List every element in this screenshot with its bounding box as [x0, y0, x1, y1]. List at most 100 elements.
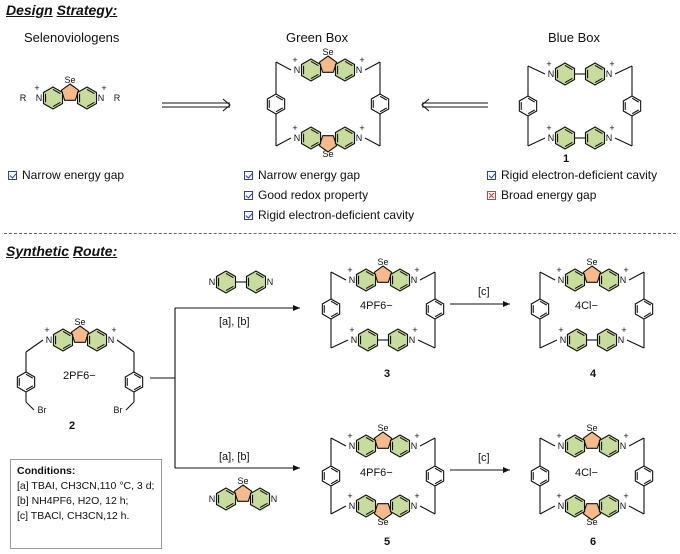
nitrogen-label: N: [356, 133, 363, 143]
pyridinium-ring: [554, 62, 576, 86]
phenylene-ring: [518, 95, 538, 117]
nitrogen-label: N: [620, 501, 627, 511]
double-bond: [608, 449, 617, 456]
selenium-label: Se: [64, 75, 75, 85]
counter-ion-label: 4Cl−: [575, 300, 598, 312]
nitrogen-label: N: [349, 501, 356, 511]
arrow-head: [293, 465, 300, 471]
ch2-bond: [330, 437, 347, 447]
checkbox-checked-icon: [244, 171, 253, 180]
double-bond: [330, 312, 339, 318]
bromine-label: Br: [114, 405, 123, 415]
compound-1-label: 1: [563, 153, 570, 165]
nitrogen-label: N: [46, 335, 53, 345]
charge-plus: +: [558, 325, 563, 335]
pyridinium-ring: [564, 494, 586, 518]
pyridinium-ring: [86, 328, 108, 352]
reaction-condition-c: [c]: [478, 452, 490, 464]
nitrogen-label: N: [294, 65, 301, 75]
ch2-bond: [419, 505, 436, 515]
double-bond: [344, 60, 353, 67]
nitrogen-label: N: [620, 441, 627, 451]
double-bond: [365, 270, 374, 277]
pyridinium-ring: [598, 494, 620, 518]
nitrogen-label: N: [98, 93, 105, 103]
counter-ion-label: 4Cl−: [575, 467, 598, 479]
double-bond: [255, 272, 264, 279]
selenium-label: Se: [74, 317, 85, 327]
double-bond: [365, 449, 374, 456]
ch2-bond: [614, 65, 633, 75]
ch2-bond: [539, 339, 558, 349]
charge-plus: +: [623, 265, 628, 275]
double-bond: [608, 283, 617, 290]
pyridinium-ring: [249, 487, 271, 511]
pyridinium-ring: [564, 434, 586, 458]
checkbox-checked-icon: [244, 211, 253, 220]
double-bond: [539, 467, 548, 473]
double-bond: [344, 73, 353, 80]
nitrogen-label: N: [209, 494, 216, 504]
ch2-bond: [25, 339, 44, 353]
double-bond: [25, 385, 34, 391]
bromine-label: Br: [38, 405, 47, 415]
condition-a: [a] TBAI, CH3CN,110 °C, 3 d;: [17, 480, 155, 492]
ch2-bond: [25, 401, 35, 411]
double-bond: [606, 330, 615, 337]
double-bond: [52, 88, 61, 95]
phenylene-ring: [16, 371, 36, 393]
double-bond: [594, 128, 603, 135]
double-bond: [434, 300, 443, 306]
nitrogen-label: N: [209, 277, 216, 287]
double-bond: [255, 285, 264, 292]
double-bond: [379, 95, 388, 101]
pyridinium-ring: [357, 328, 379, 352]
phenylene-ring: [634, 298, 654, 320]
conditions-title: Conditions:: [17, 465, 76, 477]
double-bond: [25, 373, 34, 379]
double-bond: [576, 343, 585, 350]
pyridinium-ring: [389, 434, 411, 458]
double-bond: [330, 479, 339, 485]
nitrogen-label: N: [411, 501, 418, 511]
double-bond: [310, 73, 319, 80]
selenophene-ring: [373, 431, 393, 449]
double-bond: [86, 88, 95, 95]
double-bond: [399, 509, 408, 516]
phenylene-ring: [530, 298, 550, 320]
pyridinium-ring: [584, 126, 606, 150]
nitrogen-label: N: [606, 133, 613, 143]
heading-word: Strategy:: [56, 2, 118, 18]
double-bond: [643, 467, 652, 473]
double-bond: [564, 128, 573, 135]
selenophene-ring: [318, 55, 338, 73]
selenophene-ring: [582, 431, 602, 449]
selenium-label: Se: [322, 47, 333, 57]
double-bond: [365, 436, 374, 443]
ch2-bond: [417, 339, 436, 349]
double-bond: [397, 330, 406, 337]
compound-2-label: 2: [69, 420, 76, 432]
pyridinium-ring: [300, 58, 322, 82]
phenylene-ring: [321, 465, 341, 487]
double-bond: [399, 270, 408, 277]
phenylene-ring: [370, 93, 390, 115]
nitrogen-label: N: [411, 441, 418, 451]
double-bond: [367, 330, 376, 337]
charge-plus: +: [546, 123, 551, 133]
double-bond: [225, 502, 234, 509]
nitrogen-label: N: [558, 501, 565, 511]
double-bond: [643, 312, 652, 318]
reaction-condition-ab: [a], [b]: [219, 451, 250, 463]
double-bond: [365, 283, 374, 290]
arrow-head: [293, 305, 300, 311]
charge-plus: +: [414, 431, 419, 441]
pyridinium-ring: [355, 434, 377, 458]
double-bond: [259, 502, 268, 509]
double-bond: [225, 272, 234, 279]
phenylene-ring: [425, 465, 445, 487]
double-bond: [310, 128, 319, 135]
pyridinium-ring: [300, 126, 322, 150]
charge-plus: +: [414, 265, 419, 275]
double-bond: [574, 283, 583, 290]
